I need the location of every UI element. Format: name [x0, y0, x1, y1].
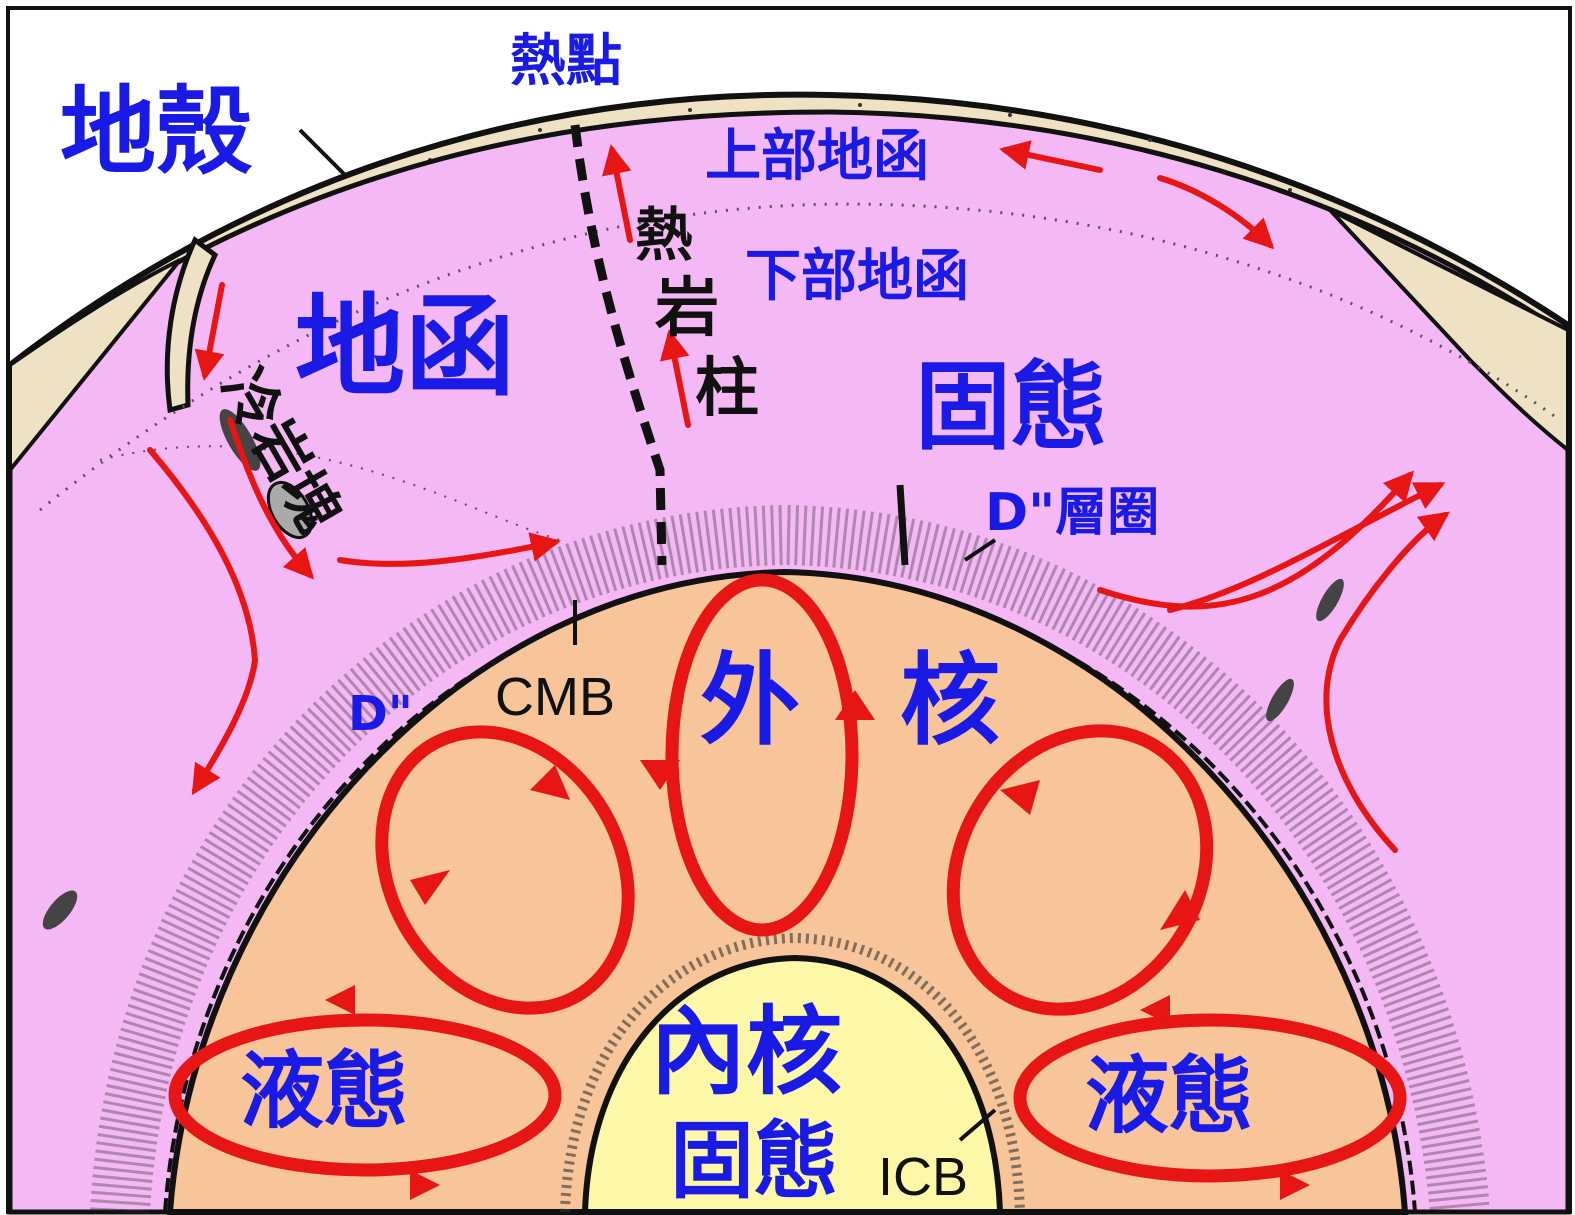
plume-root: [900, 485, 905, 565]
inner-core-label: 內核: [650, 996, 842, 1108]
crust-label: 地殼: [60, 76, 253, 188]
d-short-label: D": [348, 686, 413, 742]
icb-label: ICB: [878, 1147, 968, 1207]
mantle-label: 地函: [295, 283, 515, 411]
inner-solid-label: 固態: [670, 1112, 838, 1210]
hot-plume-label-3: 柱: [695, 352, 759, 426]
cmb-label: CMB: [495, 667, 615, 727]
solid-mantle-label: 固態: [915, 351, 1107, 463]
upper-mantle-label: 上部地函: [705, 124, 929, 189]
liquid-right-label: 液態: [1085, 1047, 1253, 1145]
d-layer-label: D"層圈: [985, 483, 1159, 543]
liquid-left-label: 液態: [240, 1042, 408, 1140]
outer-core-label-2: 核: [900, 642, 1000, 759]
outer-core-label-1: 外: [700, 642, 800, 759]
lower-mantle-label: 下部地函: [745, 244, 969, 309]
hot-plume-label-2: 岩: [655, 272, 719, 346]
hotspot-label: 熱點: [510, 29, 622, 94]
hot-plume-label-1: 熱: [635, 201, 693, 269]
